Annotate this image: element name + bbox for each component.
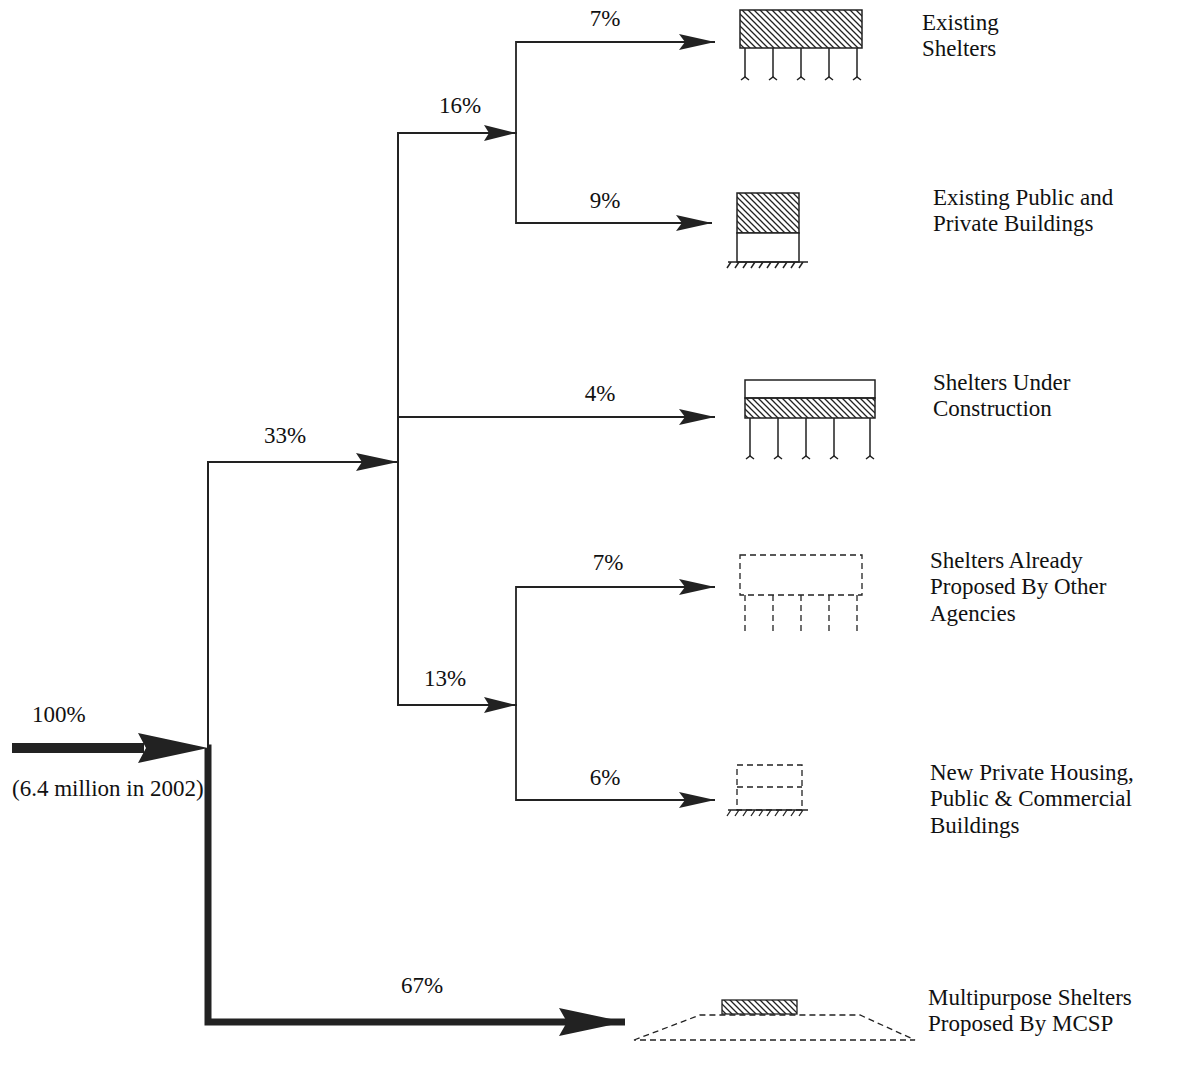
destination-label: Existing Shelters — [922, 10, 1042, 63]
percentage-label: 4% — [582, 381, 619, 406]
population-label: 100% — [32, 702, 86, 727]
flow-arrow — [208, 417, 715, 748]
percentage-label: 9% — [587, 188, 624, 213]
percentage-label: 6% — [587, 765, 624, 790]
flow-arrow — [208, 748, 625, 1022]
destination-label: New Private Housing, Public & Commercial… — [930, 760, 1188, 839]
percentage-label: 33% — [261, 423, 309, 448]
destination-node: Multipurpose Shelters Proposed By MCSP — [625, 985, 1190, 1073]
percentage-label: 7% — [587, 6, 624, 31]
proposed-shelter-icon — [740, 555, 862, 632]
destination-node: Shelters Already Proposed By Other Agenc… — [715, 545, 1190, 640]
percentage-label: 13% — [421, 666, 469, 691]
destination-node: Existing Public and Private Buildings — [712, 185, 1190, 275]
percentage-label: 7% — [590, 550, 627, 575]
flow-arrow — [208, 42, 715, 748]
flow-arrow — [208, 133, 712, 748]
building-icon — [727, 193, 808, 268]
shelter-icon — [740, 10, 862, 80]
destination-node: Shelters Under Construction — [715, 370, 1191, 465]
source-node: 100% (6.4 million in 2002) — [12, 700, 208, 808]
destination-label: Existing Public and Private Buildings — [933, 185, 1133, 238]
population-label: (6.4 million in 2002) — [12, 776, 204, 801]
destination-label: Shelters Under Construction — [933, 370, 1187, 423]
branch-arrowheads — [356, 125, 516, 713]
destination-node: New Private Housing, Public & Commercial… — [715, 760, 1192, 845]
multipurpose-shelter-icon — [634, 1000, 915, 1040]
flow-arrow — [208, 462, 715, 800]
proposed-building-icon — [727, 765, 808, 816]
destination-label: Shelters Already Proposed By Other Agenc… — [930, 548, 1135, 627]
destination-label: Multipurpose Shelters Proposed By MCSP — [928, 985, 1163, 1038]
percentage-label: 16% — [436, 93, 484, 118]
shelter-construction-icon — [745, 380, 875, 459]
percentage-label: 67% — [398, 973, 446, 998]
source-arrow — [12, 733, 208, 763]
destination-node: Existing Shelters — [715, 5, 1190, 85]
